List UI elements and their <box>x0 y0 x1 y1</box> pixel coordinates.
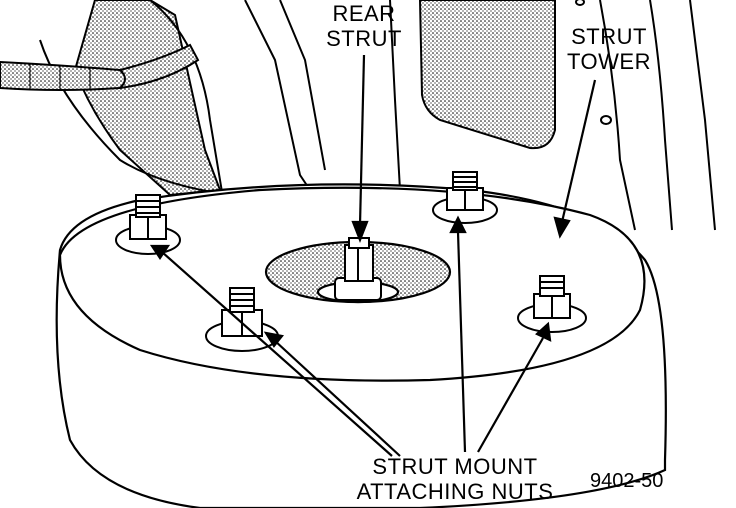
mount-nut-top-right <box>432 171 498 224</box>
right-shaded-panel <box>418 0 556 150</box>
hose <box>0 43 200 91</box>
label-mount-nuts: STRUT MOUNT ATTACHING NUTS <box>350 454 560 504</box>
mount-nut-bottom-left <box>205 287 279 352</box>
left-shaded-panel <box>73 0 222 197</box>
leader-rear-strut <box>358 54 366 226</box>
strut-rod-nut <box>334 237 382 301</box>
label-rear-strut-line1: REAR <box>332 1 396 26</box>
label-rear-strut-line2: STRUT <box>326 25 402 51</box>
mount-nut-bottom-right <box>517 275 587 333</box>
figure-number: 9402-50 <box>590 470 664 492</box>
label-strut-tower: STRUT TOWER <box>566 24 652 74</box>
leader-nut-bottom-right <box>477 337 544 453</box>
leader-nut-top-right <box>456 231 467 453</box>
label-strut-tower-line2: TOWER <box>567 48 651 74</box>
leader-nut-top-left <box>161 251 393 457</box>
label-rear-strut: REAR STRUT <box>326 1 402 51</box>
label-strut-tower-line1: STRUT <box>571 24 647 49</box>
label-mount-nuts-line2: ATTACHING NUTS <box>356 478 554 504</box>
label-mount-nuts-line1: STRUT MOUNT <box>372 454 538 479</box>
leader-strut-tower <box>560 79 597 223</box>
background-panels <box>39 0 716 231</box>
leader-nut-bottom-left <box>273 339 401 457</box>
leader-lines <box>149 54 597 457</box>
